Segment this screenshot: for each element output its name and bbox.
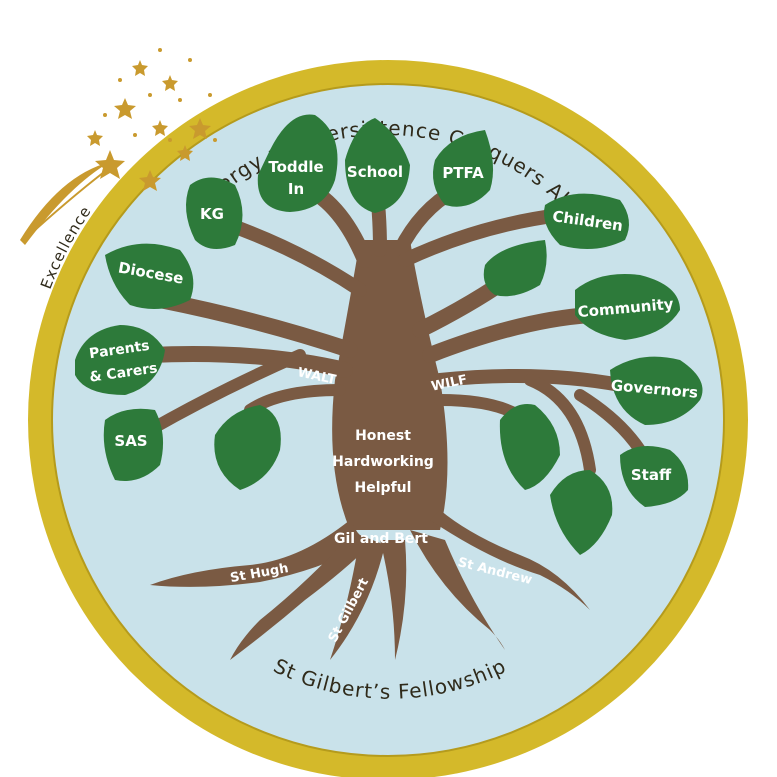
leaf-sas — [103, 408, 164, 481]
leaf-blank-upper-right — [483, 240, 547, 297]
leaf-blank-lower-right — [550, 470, 613, 555]
star-icon — [152, 120, 168, 136]
leaf-label-kg: KG — [200, 205, 224, 223]
comet-tail — [20, 162, 110, 245]
leaf-blank-center-left — [214, 405, 281, 490]
leaf-label-toddle-in-1: Toddle — [268, 158, 323, 176]
trunk-value-hardworking: Hardworking — [332, 454, 434, 470]
root-right-2 — [430, 510, 590, 610]
leaf-blank-center-right — [499, 404, 560, 490]
leaf-ptfa — [432, 130, 494, 207]
leaf-diocese — [105, 243, 194, 309]
star-icon — [87, 130, 103, 146]
trunk-value-helpful: Helpful — [355, 480, 412, 496]
star-icon — [189, 118, 211, 139]
leaf-community — [575, 274, 680, 340]
root-center — [330, 535, 385, 660]
star-icon — [95, 150, 125, 179]
shooting-stars — [20, 48, 217, 245]
tree-trunk — [332, 240, 448, 530]
leaf-governors — [610, 356, 703, 425]
branch-label-wilf: WILF — [430, 372, 469, 394]
branch — [398, 208, 567, 267]
star-icon — [139, 170, 161, 191]
branch — [142, 346, 353, 378]
leaf-toddle-in — [257, 114, 338, 212]
leaves — [75, 114, 703, 555]
leaf-parents — [75, 325, 165, 395]
root-right — [410, 530, 505, 650]
root-left-2 — [230, 530, 370, 660]
trunk-mascots: Gil and Bert — [334, 531, 428, 547]
leaf-label-sas: SAS — [114, 432, 147, 450]
branch — [422, 307, 598, 363]
leaf-label-staff: Staff — [631, 466, 672, 484]
leaf-kg — [186, 177, 243, 249]
leaf-label-school: School — [347, 163, 403, 181]
leaf-children — [544, 193, 629, 249]
star-icon — [132, 60, 148, 76]
leaf-label-ptfa: PTFA — [442, 164, 484, 182]
leaf-school — [345, 118, 410, 213]
star-icon — [114, 98, 136, 119]
branch — [524, 374, 596, 476]
branch — [574, 389, 646, 456]
branch — [152, 292, 358, 358]
star-icon — [177, 145, 193, 161]
root-center-2 — [380, 540, 407, 660]
leaf-staff — [620, 446, 689, 507]
leaf-label-toddle-in-2: In — [288, 180, 304, 198]
star-icon — [162, 75, 178, 91]
branch — [144, 349, 306, 436]
trunk-value-honest: Honest — [355, 428, 411, 444]
root-left — [150, 520, 365, 587]
branch — [223, 218, 367, 297]
